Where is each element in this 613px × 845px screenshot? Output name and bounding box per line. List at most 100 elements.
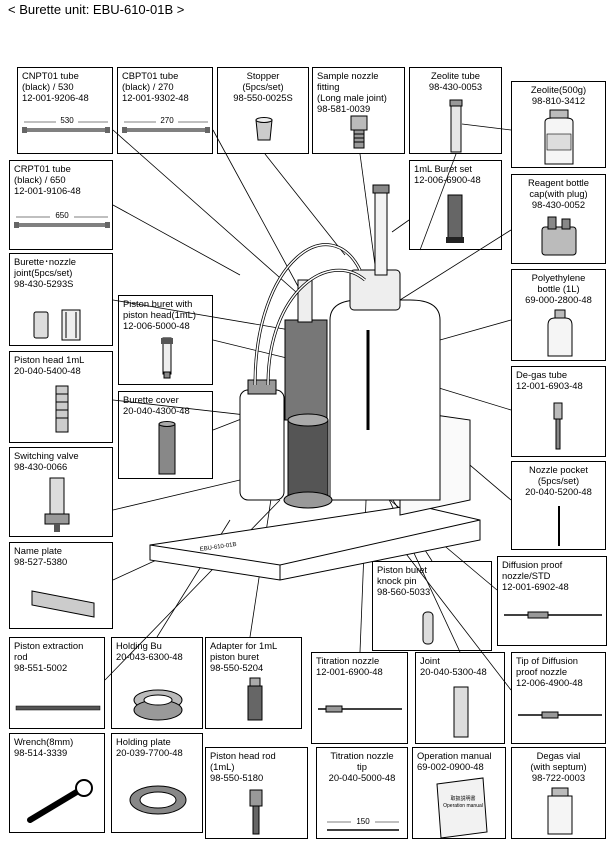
part-label: CBPT01 tube (black) / 270 12-001-9302-48: [122, 70, 189, 103]
piston-head-rod-icon: [249, 789, 263, 835]
part-box-degas-vial: Degas vial (with septum) 98-722-0003: [511, 747, 606, 839]
name-plate-icon: [31, 590, 95, 618]
cbpt01-tube-icon: 270: [122, 115, 210, 133]
part-label: Diffusion proof nozzle/STD 12-001-6902-4…: [502, 559, 569, 592]
part-box-zeolite-tube: Zeolite tube 98-430-0053: [409, 67, 502, 154]
part-label: Degas vial (with septum) 98-722-0003: [530, 750, 587, 783]
part-label: Operation manual 69-002-0900-48: [417, 750, 492, 772]
part-box-titration-nozzle: Titration nozzle 12-001-6900-48: [311, 652, 408, 744]
titration-nozzle-icon: [318, 705, 402, 713]
part-label: Burette cover 20-040-4300-48: [123, 394, 190, 416]
part-box-reagent-cap: Reagent bottle cap(with plug) 98-430-005…: [511, 174, 606, 264]
part-box-joint: Joint 20-040-5300-48: [415, 652, 505, 744]
part-box-adapter: Adapter for 1mL piston buret 98-550-5204: [205, 637, 302, 729]
part-box-diffusion-nozzle: Diffusion proof nozzle/STD 12-001-6902-4…: [497, 556, 607, 646]
part-box-knock-pin: Piston buret knock pin 98-560-5033: [372, 561, 492, 651]
part-label: CRPT01 tube (black) / 650 12-001-9106-48: [14, 163, 81, 196]
part-label: 1mL Buret set 12-006-6900-48: [414, 163, 481, 185]
part-label: Zeolite(500g) 98-810-3412: [530, 84, 587, 106]
degas-vial-icon: [547, 787, 573, 835]
part-label: Titration nozzle 12-001-6900-48: [316, 655, 383, 677]
zeolite-jar-icon: [544, 109, 574, 165]
zeolite-tube-icon: [449, 99, 463, 153]
part-label: Polyethylene bottle (1L) 69-000-2800-48: [525, 272, 592, 305]
holding-plate-icon: [129, 785, 187, 815]
part-box-pe-bottle: Polyethylene bottle (1L) 69-000-2800-48: [511, 269, 606, 361]
holding-bu-icon: [133, 689, 183, 721]
tube-length-label: 270: [160, 116, 174, 125]
piston-buret-icon: [161, 337, 173, 379]
part-label: Reagent bottle cap(with plug) 98-430-005…: [528, 177, 589, 210]
part-box-holding-plate: Holding plate 20-039-7700-48: [111, 733, 203, 833]
extraction-rod-icon: [15, 705, 101, 711]
wrench-icon: [27, 779, 93, 823]
part-label: Piston buret knock pin 98-560-5033: [377, 564, 431, 597]
part-label: Nozzle pocket (5pcs/set) 20-040-5200-48: [525, 464, 592, 497]
part-box-sample-nozzle: Sample nozzle fitting (Long male joint) …: [312, 67, 405, 154]
diffusion-nozzle-icon: [504, 611, 602, 619]
nozzle-pocket-icon: [558, 506, 560, 546]
part-box-cbpt01: CBPT01 tube (black) / 270 12-001-9302-48…: [117, 67, 213, 154]
part-box-tip-diffusion: Tip of Diffusion proof nozzle 12-006-490…: [511, 652, 606, 744]
joint-icon: [453, 686, 469, 738]
base-model-label: EBU-610-01B: [199, 542, 237, 553]
part-box-piston-buret: Piston buret with piston head(1mL) 12-00…: [118, 295, 213, 385]
part-box-piston-head: Piston head 1mL 20-040-5400-48: [9, 351, 113, 443]
part-box-titration-tip: Titration nozzle tip 20-040-5000-48 150: [316, 747, 408, 839]
part-label: Holding plate 20-039-7700-48: [116, 736, 183, 758]
part-box-nozzle-pocket: Nozzle pocket (5pcs/set) 20-040-5200-48: [511, 461, 606, 550]
part-box-zeolite: Zeolite(500g) 98-810-3412: [511, 81, 606, 168]
part-box-crpt01: CRPT01 tube (black) / 650 12-001-9106-48…: [9, 160, 113, 250]
part-box-degas-tube: De-gas tube 12-001-6903-48: [511, 366, 606, 457]
crpt01-tube-icon: 650: [14, 210, 110, 228]
cnpt01-tube-icon: 530: [22, 115, 110, 133]
part-box-buret-set: 1mL Buret set 12-006-6900-48: [409, 160, 502, 250]
tube-length-label: 650: [55, 211, 69, 220]
titration-tip-icon: 150: [327, 816, 399, 831]
tube-length-label: 530: [60, 116, 74, 125]
part-box-nozzle-joint: Burette･nozzle joint(5pcs/set) 98-430-52…: [9, 253, 113, 346]
part-box-stopper: Stopper (5pcs/set) 98-550-0025S: [217, 67, 309, 154]
buret-set-icon: [446, 194, 464, 243]
part-label: Stopper (5pcs/set) 98-550-0025S: [233, 70, 293, 103]
tip-diffusion-icon: [518, 711, 602, 719]
part-label: Piston extraction rod 98-551-5002: [14, 640, 84, 673]
part-label: Burette･nozzle joint(5pcs/set) 98-430-52…: [14, 256, 77, 289]
part-label: Switching valve 98-430-0066: [14, 450, 79, 472]
part-label: Sample nozzle fitting (Long male joint) …: [317, 70, 387, 114]
part-label: Zeolite tube 98-430-0053: [428, 70, 483, 92]
part-label: Piston head 1mL 20-040-5400-48: [14, 354, 85, 376]
degas-tube-icon: [553, 402, 563, 450]
part-box-name-plate: Name plate 98-527-5380: [9, 542, 113, 629]
part-label: Tip of Diffusion proof nozzle 12-006-490…: [516, 655, 583, 688]
polyethylene-bottle-icon: [547, 309, 573, 357]
part-label: De-gas tube 12-001-6903-48: [516, 369, 583, 391]
part-label: Piston head rod (1mL) 98-550-5180: [210, 750, 276, 783]
part-box-cnpt01: CNPT01 tube (black) / 530 12-001-9206-48…: [17, 67, 113, 154]
nozzle-joint-icon: [33, 309, 81, 341]
part-box-wrench: Wrench(8mm) 98-514-3339: [9, 733, 105, 833]
burette-cover-icon: [158, 421, 176, 475]
page-title: < Burette unit: EBU-610-01B >: [8, 2, 185, 17]
part-label: Adapter for 1mL piston buret 98-550-5204: [210, 640, 278, 673]
tube-length-label: 150: [356, 817, 370, 826]
stopper-icon: [255, 117, 273, 141]
reagent-bottle-cap-icon: [541, 216, 577, 256]
part-label: Holding Bu 20-043-6300-48: [116, 640, 183, 662]
part-label: Wrench(8mm) 98-514-3339: [14, 736, 74, 758]
part-box-holding-bu: Holding Bu 20-043-6300-48: [111, 637, 203, 729]
switching-valve-icon: [44, 477, 70, 532]
part-label: CNPT01 tube (black) / 530 12-001-9206-48: [22, 70, 89, 103]
sample-nozzle-fitting-icon: [350, 115, 368, 149]
piston-head-icon: [55, 385, 69, 433]
part-box-piston-head-rod: Piston head rod (1mL) 98-550-5180: [205, 747, 308, 839]
part-label: Name plate 98-527-5380: [14, 545, 68, 567]
part-label: Titration nozzle tip 20-040-5000-48: [328, 750, 396, 783]
part-box-extraction-rod: Piston extraction rod 98-551-5002: [9, 637, 105, 729]
part-label: Joint 20-040-5300-48: [420, 655, 487, 677]
knock-pin-icon: [422, 611, 434, 645]
